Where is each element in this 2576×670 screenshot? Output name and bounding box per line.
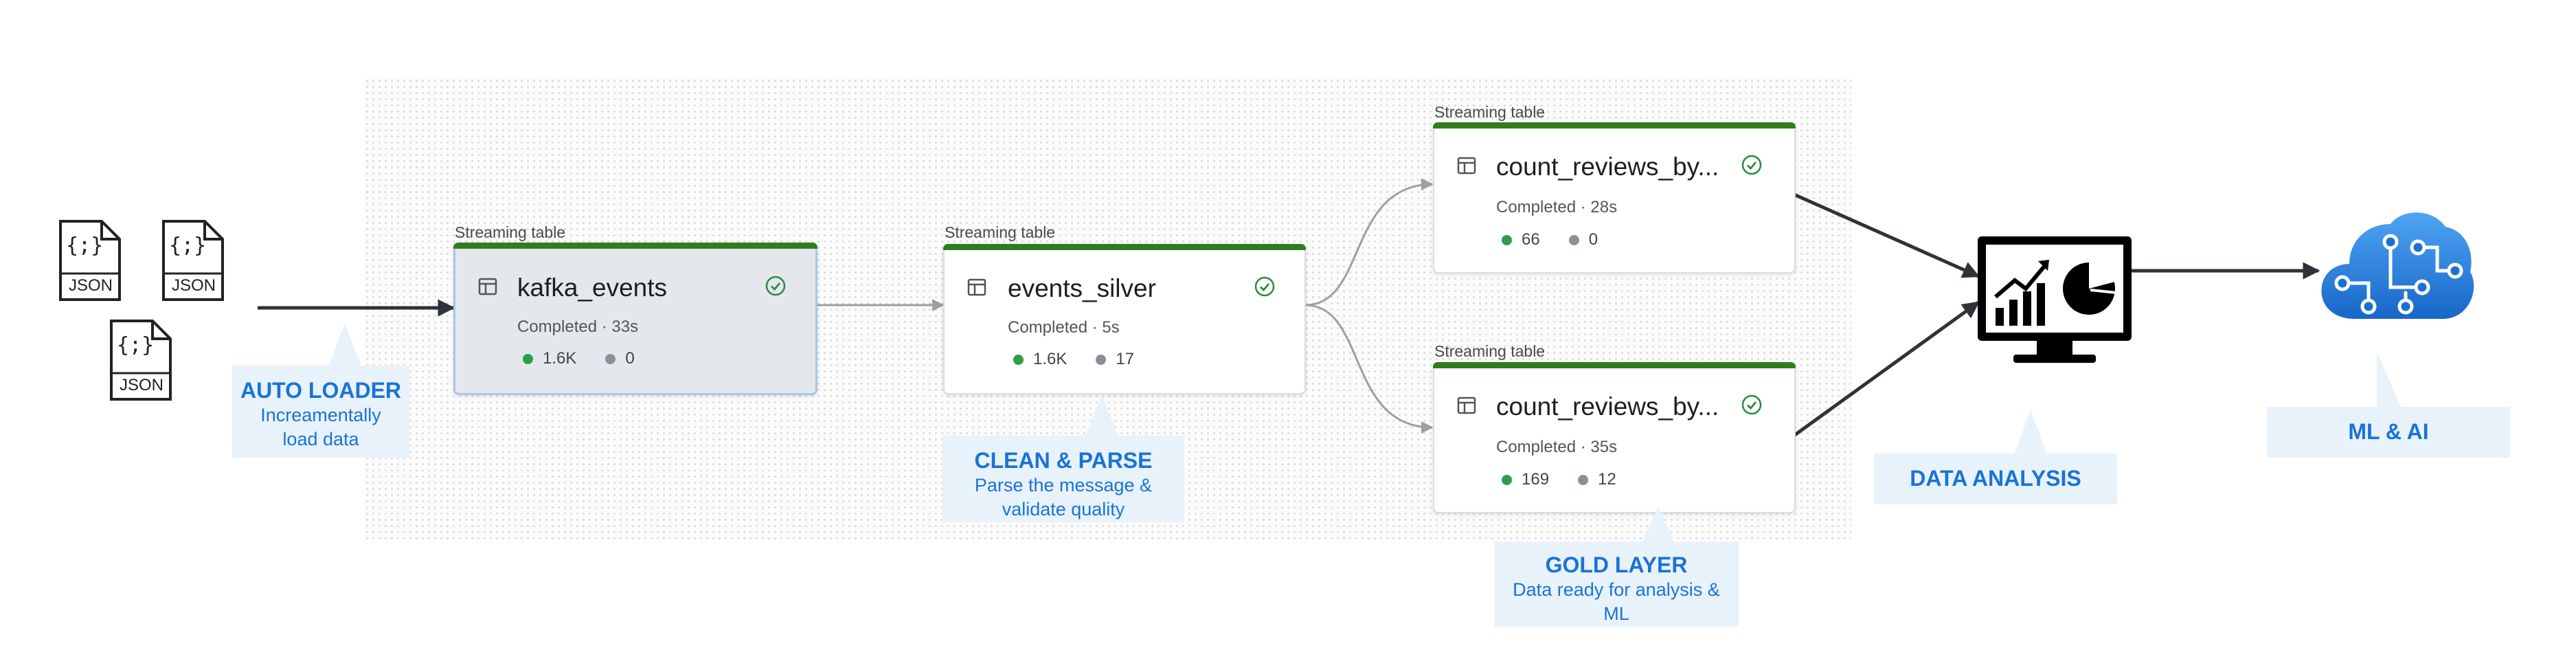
- callout-heading: DATA ANALYSIS: [1910, 466, 2081, 491]
- dropped-dot-icon: [1568, 234, 1579, 245]
- dropped-count: 12: [1598, 470, 1616, 489]
- callout-text: Data ready for analysis &: [1513, 579, 1720, 600]
- node-stats: 169 12: [1502, 470, 1616, 489]
- node-title: kafka_events: [517, 273, 668, 302]
- json-glyph: {;}: [117, 333, 155, 357]
- callout-pointer: [328, 323, 361, 367]
- node-status-bar: [453, 243, 817, 249]
- callout-text: load data: [282, 429, 359, 449]
- callout-text: Parse the message &: [974, 475, 1153, 495]
- check-circle-icon: [1741, 155, 1762, 175]
- callout-pointer: [1642, 507, 1675, 543]
- callout-text: ML: [1603, 603, 1629, 624]
- node-status-bar: [1433, 122, 1796, 129]
- node-count-reviews-2[interactable]: count_reviews_by... Completed · 35s 169 …: [1433, 362, 1796, 513]
- json-file-icon: {;} JSON: [109, 318, 173, 402]
- node-type-label: Streaming table: [945, 223, 1056, 241]
- callout-heading: ML & AI: [2348, 419, 2429, 444]
- callout-gold-layer: GOLD LAYER Data ready for analysis & ML: [1494, 541, 1739, 627]
- dropped-count: 0: [625, 349, 635, 368]
- gold2-to-analysis-arrow: [1792, 300, 1980, 438]
- success-dot-icon: [1502, 234, 1512, 245]
- silver-to-gold2-edge: [1304, 304, 1434, 434]
- node-status: Completed · 28s: [1496, 198, 1618, 216]
- node-kafka-events[interactable]: kafka_events Completed · 33s 1.6K 0: [453, 243, 817, 395]
- table-icon: [1457, 397, 1476, 414]
- json-label: JSON: [119, 376, 163, 394]
- table-icon: [1457, 157, 1476, 175]
- node-stats: 1.6K 17: [1013, 350, 1134, 369]
- node-status: Completed · 33s: [517, 317, 639, 336]
- success-dot-icon: [523, 353, 533, 364]
- node-title: count_reviews_by...: [1496, 392, 1719, 421]
- node-count-reviews-1[interactable]: count_reviews_by... Completed · 28s 66 0: [1433, 122, 1796, 273]
- written-count: 66: [1522, 230, 1540, 249]
- table-icon: [478, 278, 497, 295]
- node-status: Completed · 35s: [1496, 438, 1618, 456]
- dropped-dot-icon: [605, 353, 616, 364]
- callout-data-analysis: DATA ANALYSIS: [1874, 454, 2117, 504]
- monitor-chart-icon: [1978, 236, 2132, 363]
- dropped-dot-icon: [1578, 474, 1589, 485]
- callout-pointer: [2377, 352, 2402, 408]
- silver-to-gold1-edge: [1304, 178, 1434, 306]
- dropped-count: 17: [1116, 350, 1135, 368]
- dropped-count: 0: [1588, 230, 1598, 249]
- cloud-circuit-icon: [2321, 212, 2474, 319]
- dropped-dot-icon: [1096, 354, 1107, 365]
- json-label: JSON: [171, 276, 216, 295]
- node-type-label: Streaming table: [1434, 103, 1546, 121]
- node-status: Completed · 5s: [1008, 318, 1120, 337]
- check-circle-icon: [1254, 276, 1275, 297]
- written-count: 1.6K: [1033, 350, 1067, 368]
- success-dot-icon: [1502, 474, 1512, 485]
- written-count: 1.6K: [543, 349, 577, 368]
- json-label: JSON: [68, 276, 113, 295]
- check-circle-icon: [1741, 394, 1762, 415]
- gold1-to-analysis-arrow: [1788, 190, 1980, 278]
- json-glyph: {;}: [66, 234, 104, 258]
- node-status-bar: [943, 244, 1306, 250]
- node-type-label: Streaming table: [455, 223, 566, 241]
- callout-clean-parse: CLEAN & PARSE Parse the message & valida…: [942, 436, 1184, 522]
- callout-heading: CLEAN & PARSE: [974, 448, 1153, 473]
- json-glyph: {;}: [169, 234, 207, 258]
- node-stats: 1.6K 0: [523, 349, 635, 368]
- node-stats: 66 0: [1502, 230, 1598, 249]
- callout-auto-loader: AUTO LOADER Increamentally load data: [232, 366, 409, 458]
- callout-text: validate quality: [1002, 499, 1125, 520]
- json-file-icon: {;} JSON: [58, 219, 122, 302]
- success-dot-icon: [1013, 354, 1024, 365]
- table-icon: [967, 278, 986, 296]
- callout-heading: GOLD LAYER: [1545, 552, 1688, 577]
- callout-pointer: [1085, 394, 1118, 437]
- check-circle-icon: [765, 276, 786, 296]
- callout-pointer: [2014, 410, 2047, 455]
- node-status-bar: [1433, 362, 1796, 368]
- node-events-silver[interactable]: events_silver Completed · 5s 1.6K 17: [943, 244, 1306, 394]
- callout-heading: AUTO LOADER: [240, 378, 402, 403]
- node-title: count_reviews_by...: [1496, 153, 1719, 181]
- callout-text: Increamentally: [260, 405, 381, 425]
- node-type-label: Streaming table: [1434, 342, 1546, 360]
- written-count: 169: [1522, 470, 1550, 489]
- json-file-icon: {;} JSON: [161, 219, 225, 302]
- callout-ml-ai: ML & AI: [2267, 407, 2510, 458]
- node-title: events_silver: [1008, 274, 1156, 302]
